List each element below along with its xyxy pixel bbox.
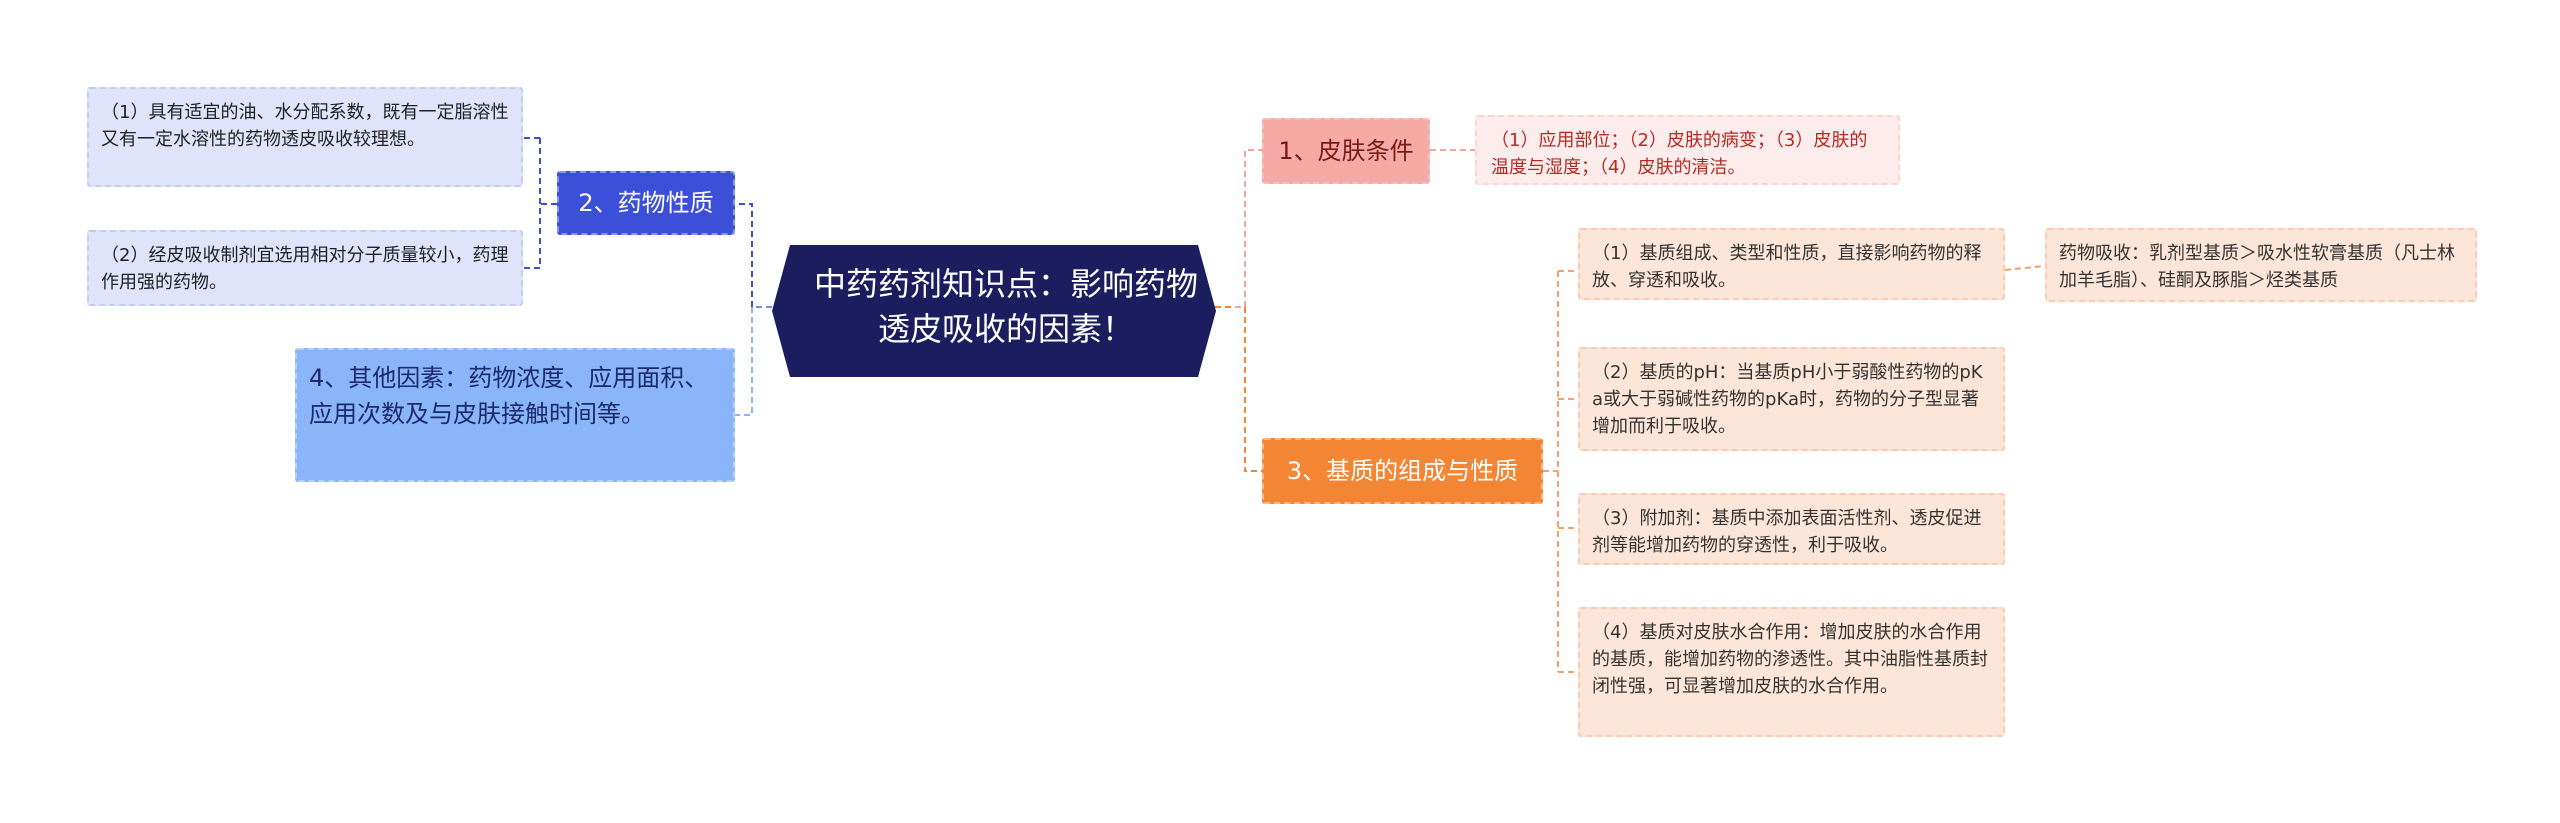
base-item-composition[interactable]: （1）基质组成、类型和性质，直接影响药物的释放、穿透和吸收。	[1578, 228, 2005, 300]
drug-item-partition-coefficient[interactable]: （1）具有适宜的油、水分配系数，既有一定脂溶性又有一定水溶性的药物透皮吸收较理想…	[87, 87, 523, 187]
center-topic-shape	[772, 245, 1216, 377]
base-item-ph[interactable]: （2）基质的pH：当基质pH小于弱酸性药物的pKa或大于弱碱性药物的pKa时，药…	[1578, 347, 2005, 451]
base-composition-node[interactable]: 3、基质的组成与性质	[1262, 438, 1543, 504]
other-factors-node[interactable]: 4、其他因素：药物浓度、应用面积、应用次数及与皮肤接触时间等。	[295, 348, 735, 482]
skin-condition-detail[interactable]: （1）应用部位；（2）皮肤的病变；（3）皮肤的温度与湿度；（4）皮肤的清洁。	[1475, 115, 1900, 185]
drug-properties-node[interactable]: 2、药物性质	[557, 171, 735, 235]
base-item-additives[interactable]: （3）附加剂：基质中添加表面活性剂、透皮促进剂等能增加药物的穿透性，利于吸收。	[1578, 493, 2005, 565]
base-item-hydration[interactable]: （4）基质对皮肤水合作用：增加皮肤的水合作用的基质，能增加药物的渗透性。其中油脂…	[1578, 607, 2005, 737]
skin-condition-node[interactable]: 1、皮肤条件	[1262, 118, 1430, 184]
drug-item-molecular-weight[interactable]: （2）经皮吸收制剂宜选用相对分子质量较小，药理作用强的药物。	[87, 230, 523, 306]
center-topic[interactable]: 中药药剂知识点：影响药物透皮吸收的因素！	[813, 265, 1198, 348]
base-absorption-order[interactable]: 药物吸收：乳剂型基质＞吸水性软膏基质（凡士林加羊毛脂）、硅酮及豚脂＞烃类基质	[2045, 228, 2477, 302]
